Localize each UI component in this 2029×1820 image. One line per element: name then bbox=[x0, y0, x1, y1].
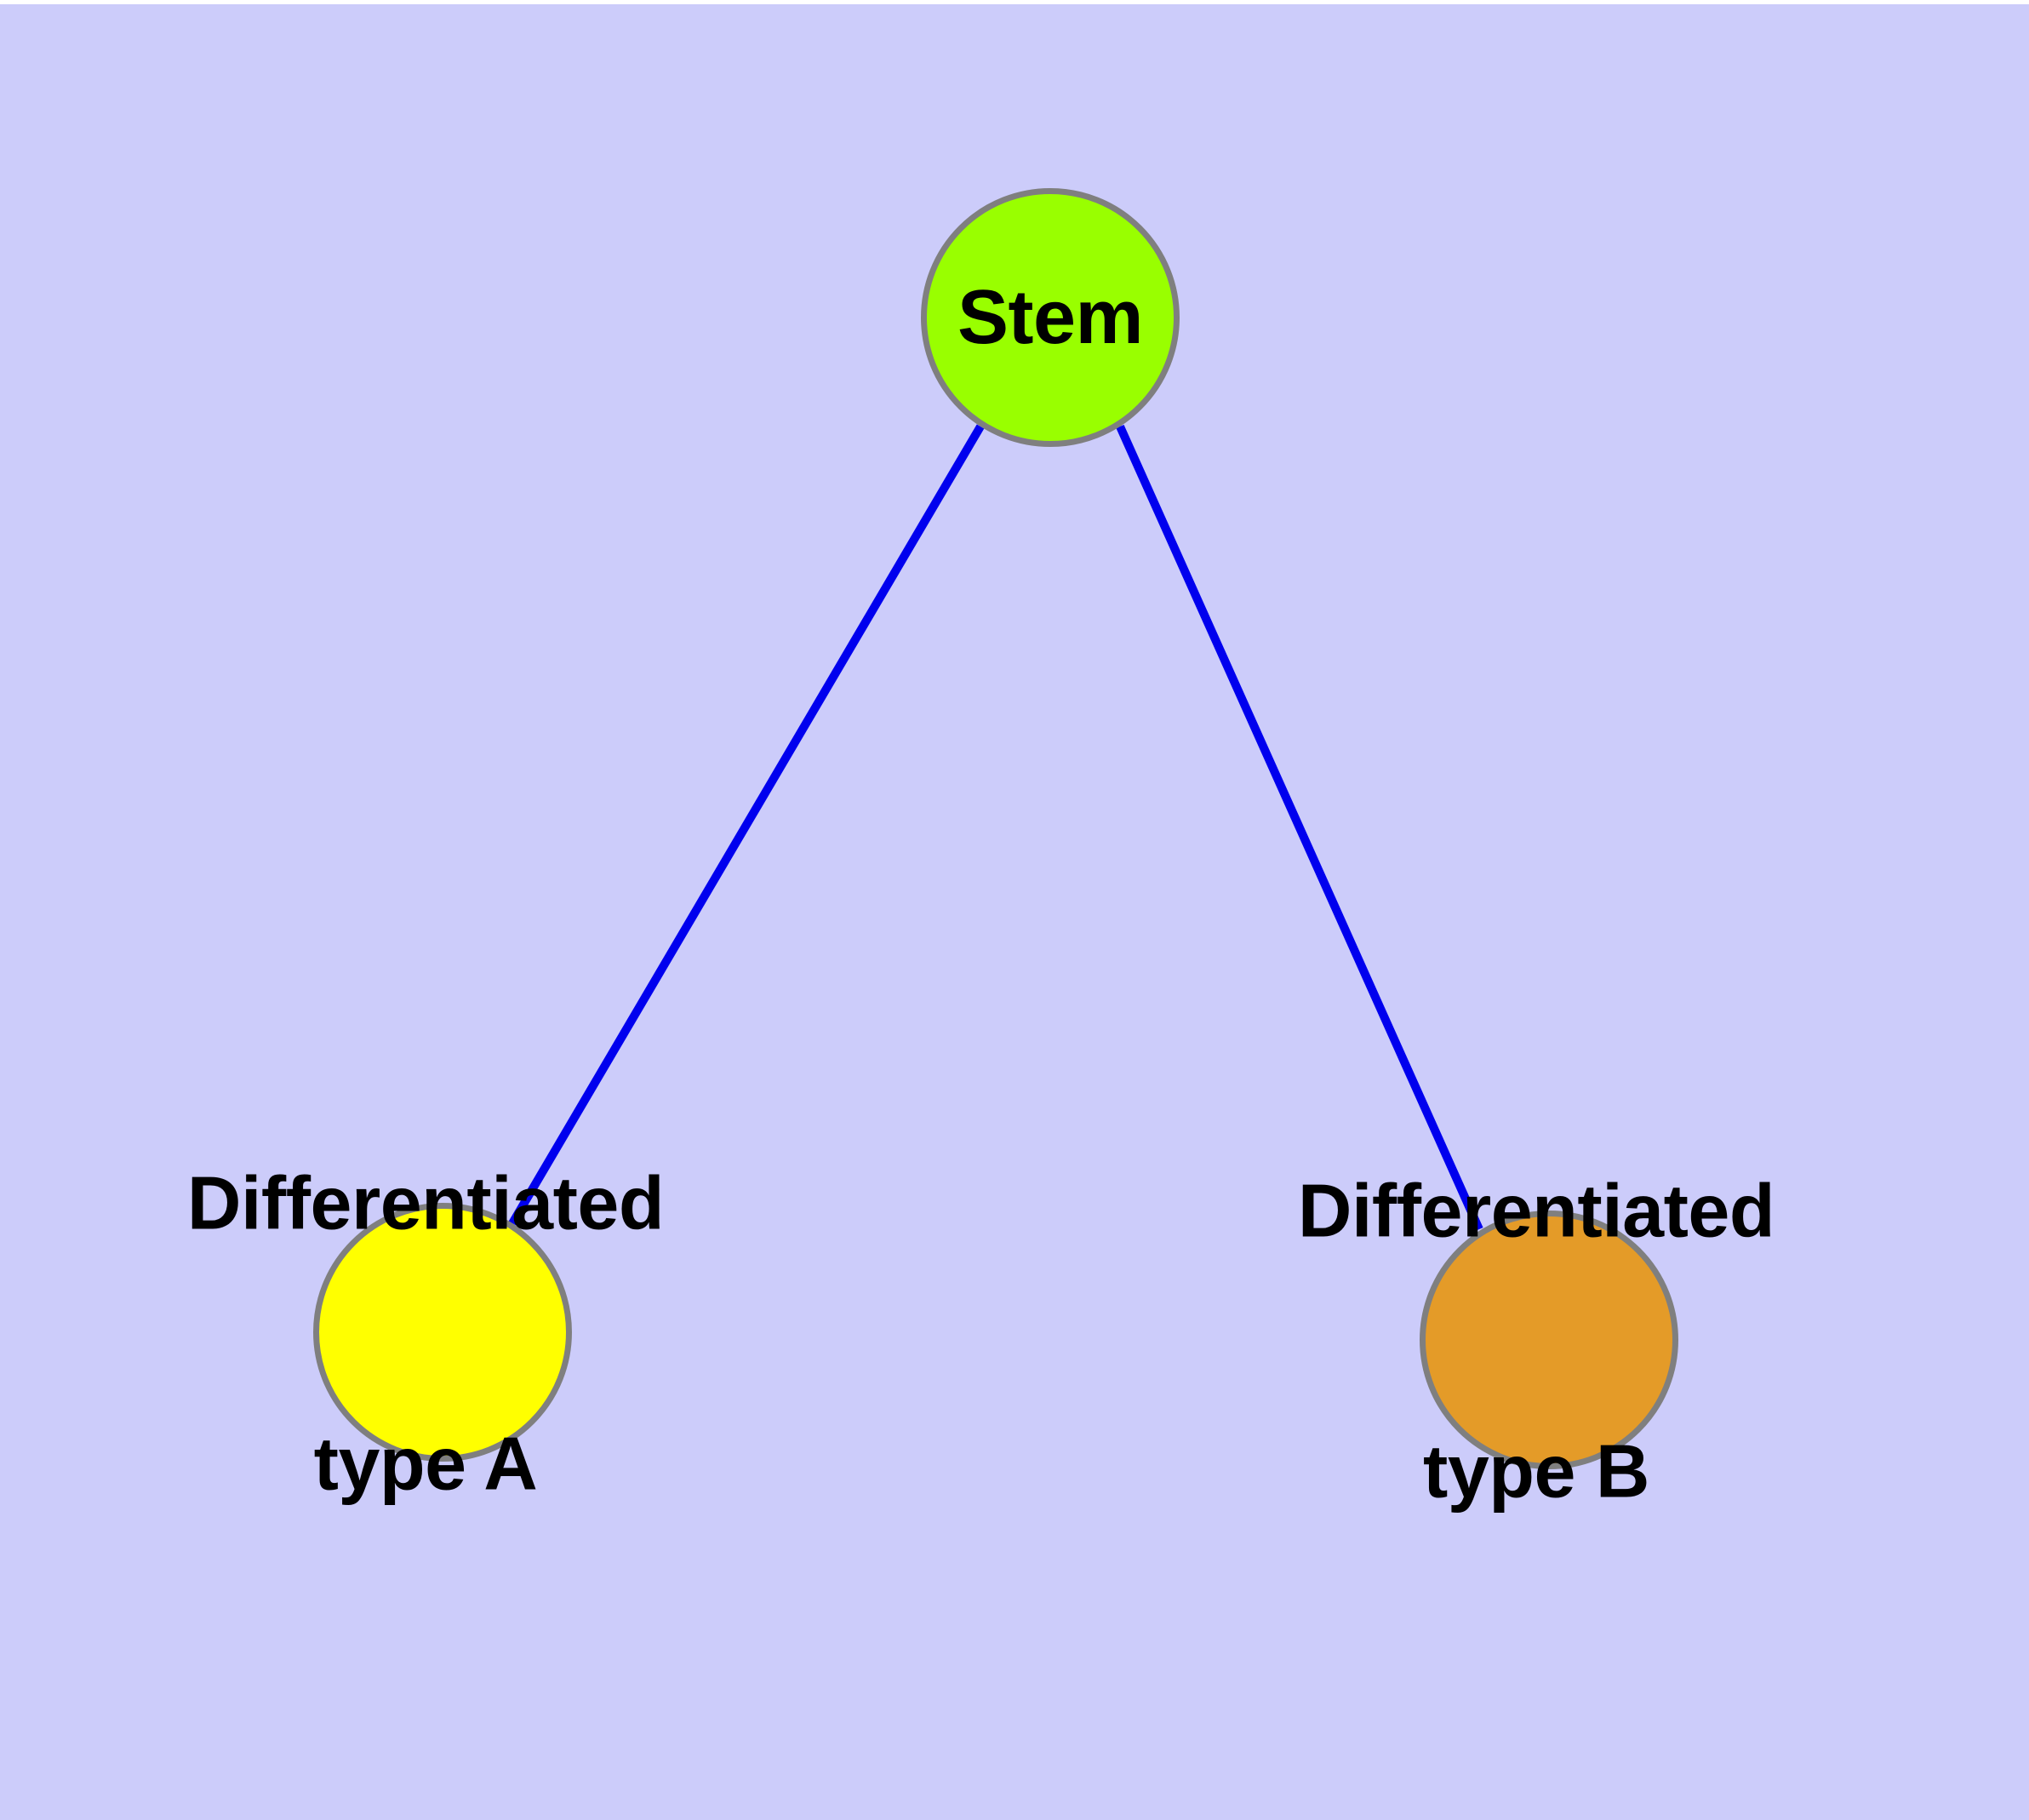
node-differentiated-type-b[interactable] bbox=[1420, 1210, 1678, 1469]
node-layer bbox=[313, 188, 1678, 1469]
node-differentiated-type-a[interactable] bbox=[313, 1203, 572, 1462]
node-stem[interactable] bbox=[921, 188, 1180, 447]
edge-layer bbox=[508, 424, 1483, 1232]
edge-stem-to-differentiated-type-b bbox=[1116, 424, 1483, 1232]
edge-stem-to-differentiated-type-a bbox=[508, 424, 985, 1226]
